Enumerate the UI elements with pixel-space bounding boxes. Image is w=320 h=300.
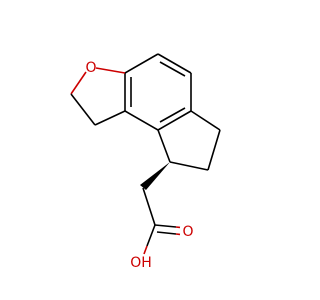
- cyclopentane-ring: [157, 110, 221, 171]
- bond-c3a-c4: [124, 53, 159, 74]
- stereo-wedge: [140, 162, 170, 190]
- bond-c4-c5-inner: [159, 61, 186, 77]
- bond-c-oh-red: [143, 245, 148, 255]
- bond-ch2-cooh: [142, 187, 156, 226]
- bond-c8b-c8a: [124, 110, 159, 131]
- bond-c1-c8a: [94, 110, 126, 126]
- bond-c5a-c8b: [157, 110, 192, 131]
- bond-c-oh: [146, 224, 156, 247]
- bond-c-o-double-a: [154, 224, 177, 228]
- bond-c8-c8b: [157, 129, 171, 163]
- bond-c7-c8: [169, 161, 209, 171]
- carboxylic-acid-chain: [142, 187, 181, 255]
- benzene-ring: [124, 53, 192, 131]
- atom-o-furan: O: [85, 60, 96, 76]
- bond-c4-c5: [157, 53, 192, 74]
- bond-c3a-o: [95, 67, 126, 74]
- bond-c-o-double-b: [156, 231, 177, 235]
- furan-ring: [70, 67, 126, 126]
- bond-c5a-c6: [190, 110, 221, 131]
- bond-c5a-c8b-inner: [159, 107, 186, 123]
- bond-c2-c1: [70, 93, 96, 126]
- atom-o-carbonyl: O: [182, 224, 193, 240]
- bond-c6-c7: [207, 129, 221, 171]
- structure-diagram: O O OH: [70, 53, 221, 271]
- bond-o-c2: [70, 71, 87, 95]
- atom-oh-hydroxyl: OH: [130, 255, 152, 271]
